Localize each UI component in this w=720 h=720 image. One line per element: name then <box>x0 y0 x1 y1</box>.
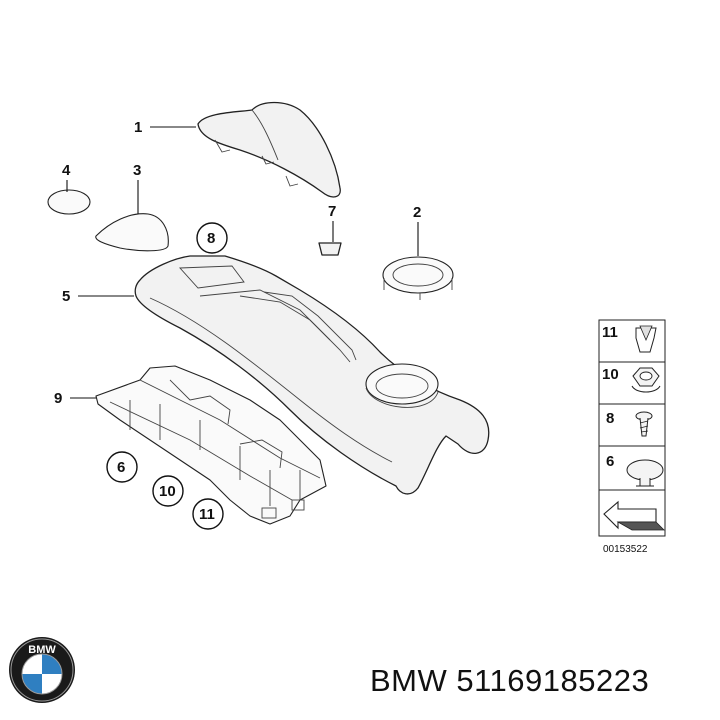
fastener-legend: 11 10 8 6 00153522 <box>598 319 666 555</box>
callout-6-label: 6 <box>117 459 125 476</box>
part-7-pad: 7 <box>318 203 342 256</box>
clip-nut-icon <box>635 325 657 353</box>
part-9-carrier-frame: 9 <box>54 365 327 525</box>
callout-10: 10 <box>152 475 184 507</box>
callout-3-label: 3 <box>133 162 141 179</box>
part-5-center-console: 5 <box>62 255 490 495</box>
part-4-round-cover: 4 <box>47 162 91 215</box>
callout-8-label: 8 <box>207 230 215 247</box>
legend-number-8: 8 <box>606 410 614 427</box>
screw-icon <box>635 411 653 437</box>
callout-11: 11 <box>192 498 224 530</box>
callout-1: 1 <box>134 119 196 136</box>
callout-2-label: 2 <box>413 204 421 221</box>
callout-11-label: 11 <box>199 506 215 523</box>
callout-7-label: 7 <box>328 203 336 220</box>
bmw-logo: BMW <box>8 636 76 704</box>
reference-number: 00153522 <box>603 544 648 555</box>
callout-8: 8 <box>196 222 228 254</box>
legend-number-6: 6 <box>606 453 614 470</box>
legend-number-11: 11 <box>602 324 618 341</box>
callout-6: 6 <box>106 451 138 483</box>
push-rivet-icon <box>626 459 664 487</box>
legend-number-10: 10 <box>602 366 619 383</box>
callout-9-label: 9 <box>54 390 62 407</box>
part-number-label: BMW 51169185223 <box>370 663 650 698</box>
part-2-trim-ring: 2 <box>382 204 454 300</box>
arrow-symbol-icon <box>603 500 665 531</box>
callout-1-label: 1 <box>134 119 142 136</box>
hex-nut-icon <box>631 367 661 393</box>
logo-lettering: BMW <box>28 644 56 656</box>
part-3-insert-mat: 3 <box>95 162 169 252</box>
callout-5-label: 5 <box>62 288 70 305</box>
callout-4-label: 4 <box>62 162 71 179</box>
part-1-armrest-lid <box>197 101 341 198</box>
callout-10-label: 10 <box>159 483 176 500</box>
